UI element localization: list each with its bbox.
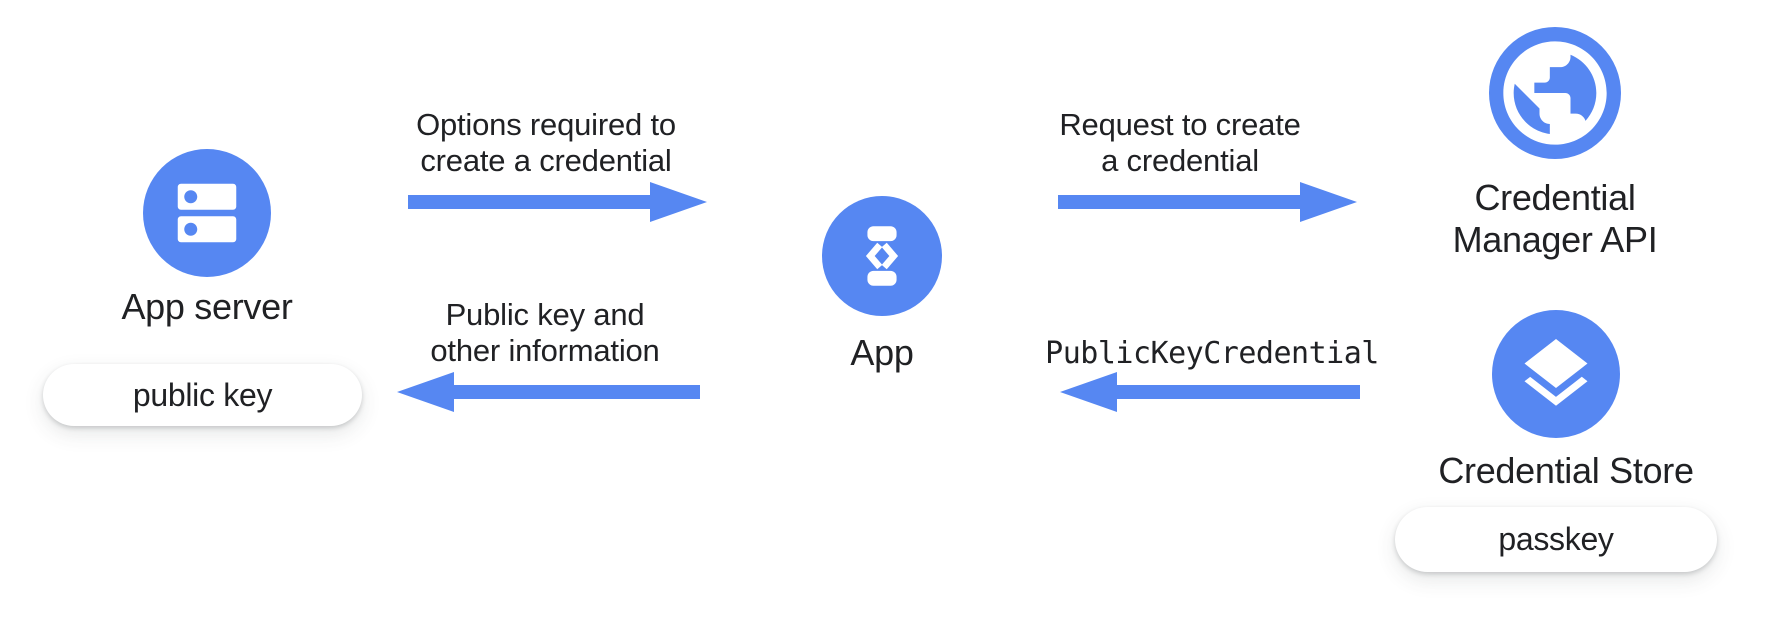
app-label: App: [850, 332, 914, 373]
return-arrow-left-icon: [397, 372, 700, 412]
return-flow-label: Public key and other information: [430, 297, 660, 368]
publickeycredential-arrow-left-icon: [1060, 372, 1360, 412]
app-server-circle: [143, 149, 271, 277]
public-key-pill: public key: [43, 364, 362, 426]
credential-manager-circle: [1489, 27, 1621, 159]
credential-manager-label-line2: Manager API: [1452, 219, 1658, 260]
public-key-pill-label: public key: [132, 376, 273, 413]
publickeycredential-flow-label: PublicKeyCredential: [1045, 336, 1379, 371]
credential-store-label: Credential Store: [1438, 450, 1694, 491]
app-circle: [822, 196, 942, 316]
request-arrow-right-icon: [1058, 182, 1357, 222]
globe-icon: [1503, 41, 1607, 145]
arrowhead-left-icon: [1060, 372, 1117, 412]
arrowhead-right-icon: [650, 182, 707, 222]
app-server-label: App server: [121, 286, 293, 327]
arrowhead-left-icon: [397, 372, 454, 412]
layers-icon: [1524, 339, 1588, 406]
credential-store-circle: [1492, 310, 1620, 438]
phone-code-icon: [865, 226, 899, 286]
server-icon: [177, 183, 237, 243]
passkey-pill: passkey: [1395, 507, 1717, 572]
arrowhead-right-icon: [1300, 182, 1357, 222]
credential-manager-label: Credential Manager API: [1405, 177, 1705, 261]
passkey-pill-label: passkey: [1498, 521, 1614, 557]
options-flow-label: Options required to create a credential: [416, 107, 676, 178]
options-arrow-right-icon: [408, 182, 707, 222]
request-flow-label: Request to create a credential: [1059, 107, 1301, 178]
credential-manager-label-line1: Credential: [1474, 177, 1636, 218]
